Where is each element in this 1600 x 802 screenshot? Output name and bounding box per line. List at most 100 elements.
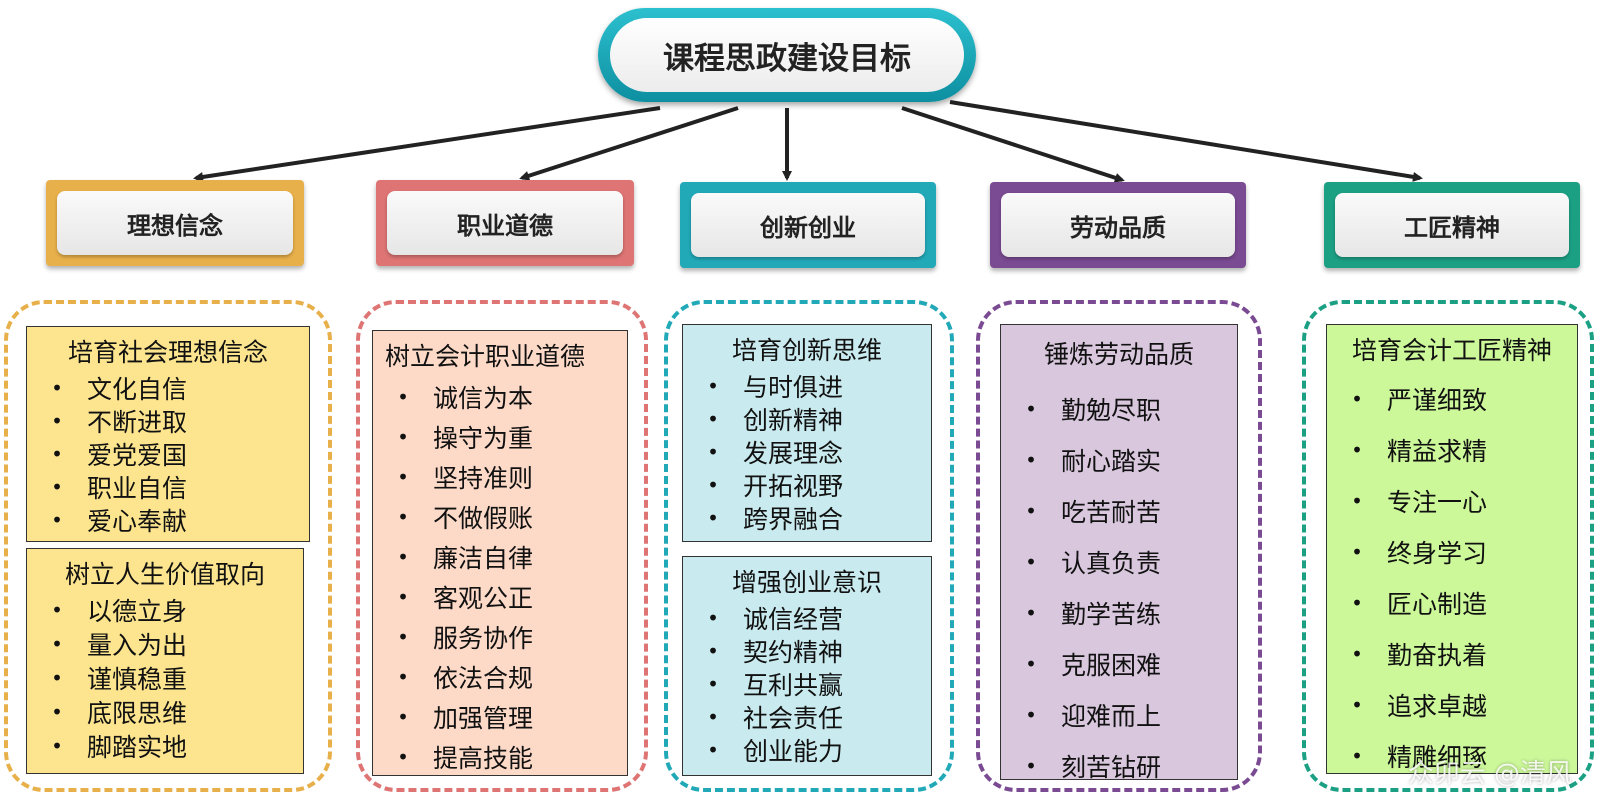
item-text: 以德立身 [87, 597, 188, 626]
list-item: • 终身学习 [1327, 526, 1577, 577]
item-text: 不断进取 [87, 407, 188, 437]
category-gongjiang: 工匠精神 [1324, 182, 1580, 268]
bullet: • [51, 507, 63, 532]
bullet: • [397, 465, 409, 489]
list-item: •文化自信 [27, 371, 309, 404]
item-text: 勤奋执着 [1387, 640, 1488, 670]
item-text: 加强管理 [433, 704, 534, 733]
item-text: 互利共赢 [743, 670, 844, 700]
item-list: •诚信为本 •操守为重 •坚持准则 •不做假账 •廉洁自律 •客观公正 •服务协… [373, 377, 627, 777]
list-item: •耐心踏实 [1001, 434, 1237, 485]
item-text: 提高技能 [433, 744, 534, 773]
item-list: •诚信经营 •契约精神 •互利共赢 •社会责任 •创业能力 [683, 601, 931, 766]
item-text: 精雕细琢 [1387, 742, 1488, 772]
watermark: 众卯云 @清风 [1407, 759, 1572, 789]
list-item: •谨慎稳重 [27, 661, 303, 695]
bullet: • [1351, 743, 1363, 768]
item-text: 客观公正 [433, 584, 534, 613]
bullet: • [707, 737, 719, 762]
item-text: 诚信经营 [743, 604, 844, 634]
list-item: • 底限思维 [27, 695, 303, 729]
list-item: •追求卓越 [1327, 679, 1577, 730]
bullet: • [397, 505, 409, 529]
item-text: 底限思维 [87, 699, 188, 728]
list-item: • 不做假账 [373, 497, 627, 537]
bullet: • [1351, 641, 1363, 666]
item-text: 刻苦钻研 [1061, 752, 1162, 782]
bullet: • [397, 705, 409, 729]
list-item: • 客观公正 [373, 577, 627, 617]
list-item: •社会责任 [683, 700, 931, 733]
list-item: •认真负责 [1001, 536, 1237, 587]
box-title: 树立会计职业道德 [385, 342, 586, 371]
item-text: 不做假账 [433, 504, 534, 533]
list-item: •开拓视野 [683, 468, 931, 501]
bullet: • [707, 406, 719, 431]
list-item: •量入为出 [27, 627, 303, 661]
arrow-to-zhiye [519, 106, 739, 181]
bullet: • [1351, 539, 1363, 564]
bullet: • [397, 425, 409, 449]
bullet: • [1025, 702, 1037, 727]
item-text: 精益求精 [1387, 436, 1488, 466]
bullet: • [51, 700, 63, 724]
category-laodong: 劳动品质 [990, 182, 1246, 268]
item-list: • 以德立身 •量入为出 •谨慎稳重 • 底限思维 • 脚踏实地 [27, 593, 303, 763]
item-text: 勤勉尽职 [1061, 395, 1162, 425]
item-text: 爱心奉献 [87, 506, 188, 536]
list-item: •服务协作 [373, 617, 627, 657]
category-title: 工匠精神 [1335, 193, 1569, 257]
list-item: • 专注一心 [1327, 475, 1577, 526]
bullet: • [51, 375, 63, 400]
item-list: •与时俱进 •创新精神 •发展理念 •开拓视野 •跨界融合 [683, 369, 931, 534]
list-item: • 精雕细琢 [1327, 730, 1577, 781]
list-item: • 操守为重 [373, 417, 627, 457]
box-laodong-1: 锤炼劳动品质 •勤勉尽职 •耐心踏实 •吃苦耐苦 •认真负责 •勤学苦练 •克服… [1000, 324, 1238, 782]
list-item: •勤学苦练 [1001, 587, 1237, 638]
category-zhiye: 职业道德 [376, 180, 634, 266]
category-title: 劳动品质 [1001, 193, 1235, 257]
bullet: • [707, 605, 719, 630]
list-item: • 勤奋执着 [1327, 628, 1577, 679]
item-text: 认真负责 [1061, 548, 1162, 578]
list-item: •发展理念 [683, 435, 931, 468]
category-title: 职业道德 [387, 191, 623, 255]
list-item: •依法合规 [373, 657, 627, 697]
item-list: •文化自信 •不断进取 •爱党爱国 •职业自信 •爱心奉献 [27, 371, 309, 536]
box-title: 树立人生价值取向 [64, 560, 265, 589]
list-item: • 脚踏实地 [27, 729, 303, 763]
bullet: • [397, 745, 409, 769]
item-text: 服务协作 [433, 624, 534, 653]
item-text: 廉洁自律 [433, 544, 534, 573]
item-text: 操守为重 [433, 424, 534, 453]
item-list: •勤勉尽职 •耐心踏实 •吃苦耐苦 •认真负责 •勤学苦练 •克服困难 •迎难而… [1001, 383, 1237, 791]
bullet: • [397, 585, 409, 609]
bullet: • [1351, 692, 1363, 717]
item-text: 创业能力 [743, 736, 844, 766]
bullet: • [51, 408, 63, 433]
bullet: • [707, 439, 719, 464]
category-title: 理想信念 [57, 191, 293, 255]
bullet: • [51, 666, 63, 690]
item-text: 终身学习 [1387, 538, 1488, 568]
item-text: 创新精神 [743, 405, 844, 435]
bullet: • [51, 734, 63, 758]
category-title: 创新创业 [691, 193, 925, 257]
bullet: • [51, 441, 63, 466]
list-item: •克服困难 [1001, 638, 1237, 689]
bullet: • [1351, 488, 1363, 513]
bullet: • [1025, 651, 1037, 676]
list-item: • 爱心奉献 [27, 503, 309, 536]
box-chuangxin-2: 增强创业意识 •诚信经营 •契约精神 •互利共赢 •社会责任 •创业能力 [682, 556, 932, 776]
bullet: • [1351, 437, 1363, 462]
item-text: 吃苦耐苦 [1061, 497, 1162, 527]
box-title: 培育社会理想信念 [67, 338, 268, 367]
bullet: • [1025, 447, 1037, 472]
box-title: 锤炼劳动品质 [1043, 340, 1194, 369]
item-text: 专注一心 [1387, 487, 1488, 517]
group-laodong [976, 300, 1262, 792]
item-text: 脚踏实地 [87, 733, 188, 762]
group-chuangxin [664, 300, 954, 792]
bullet: • [707, 373, 719, 398]
list-item: •诚信为本 [373, 377, 627, 417]
